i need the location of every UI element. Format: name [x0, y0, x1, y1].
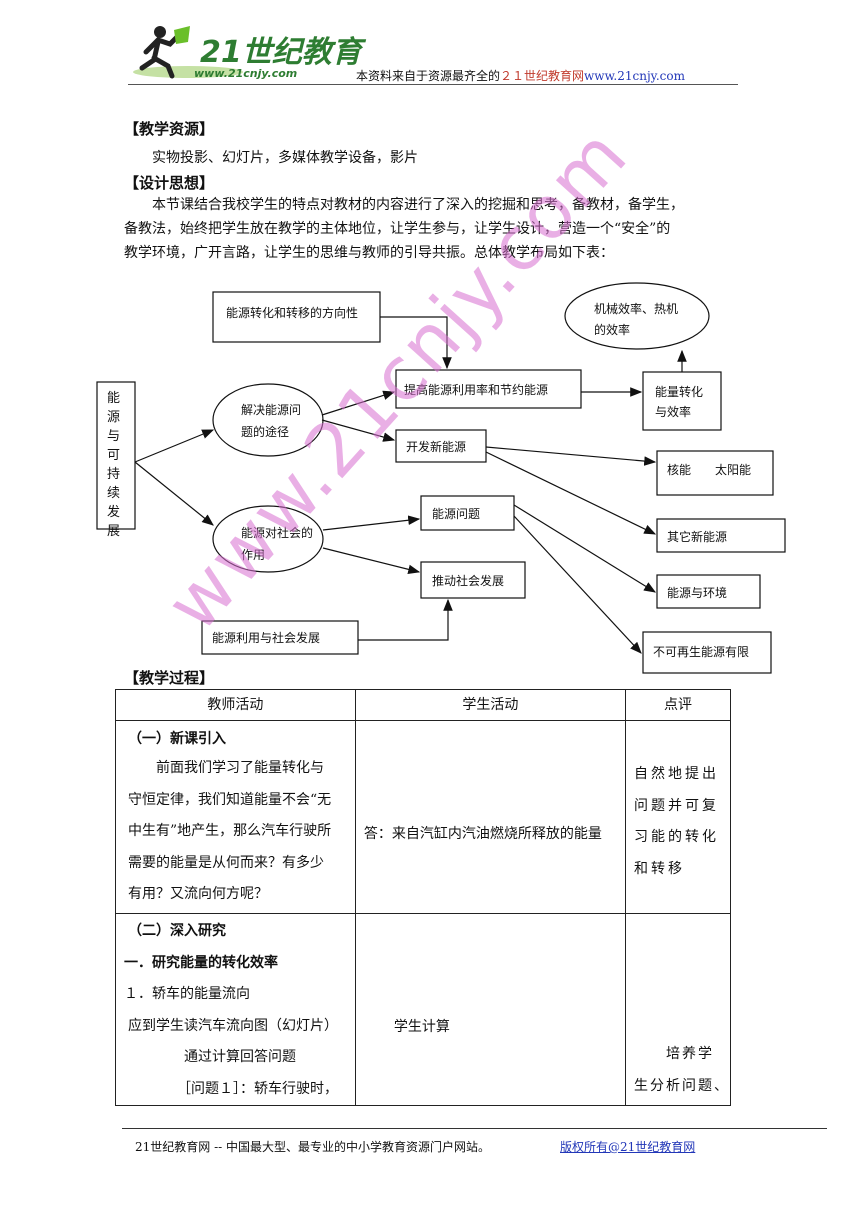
process-table: 教师活动 学生活动 点评 （一）新课引入 前面我们学习了能量转化与 守恒定律，我… — [115, 689, 732, 1106]
row1-title: （一）新课引入 — [128, 731, 226, 747]
row1-student-text: 答：来自汽缸内汽油燃烧所释放的能量 — [363, 826, 602, 842]
header-divider — [128, 84, 738, 85]
footer-divider — [122, 1128, 827, 1129]
row2-comment-line: 生分析问题、 — [633, 1077, 730, 1094]
improve-label: 提高能源利用率和节约能源 — [404, 382, 548, 397]
develop-box — [395, 429, 487, 463]
header-teacher: 教师活动 — [115, 689, 356, 721]
promote-box — [420, 561, 526, 599]
row1-text-line: 守恒定律，我们知道能量不会“无 — [128, 791, 332, 808]
source-prefix: 本资料来自于资源最齐全的 — [356, 69, 501, 83]
row1-teacher: （一）新课引入 前面我们学习了能量转化与 守恒定律，我们知道能量不会“无 中生有… — [115, 720, 356, 914]
svg-text:21世纪教育: 21世纪教育 — [200, 35, 367, 70]
efficiency-label-2: 与效率 — [655, 404, 691, 419]
row2-text-line: 应到学生读汽车流向图（幻灯片） — [128, 1017, 338, 1034]
machine-label-2: 的效率 — [594, 322, 630, 337]
develop-label: 开发新能源 — [406, 439, 466, 454]
machine-label-1: 机械效率、热机 — [594, 301, 678, 316]
row1-text-line: 中生有”地产生，那么汽车行驶所 — [128, 823, 332, 839]
header-source: 本资料来自于资源最齐全的２１世纪教育网www.21cnjy.com — [356, 67, 685, 84]
root-char-7: 发 — [107, 504, 120, 520]
copyright-link[interactable]: 版权所有@21世纪教育网 — [560, 1140, 696, 1154]
root-char-3: 与 — [107, 429, 120, 444]
row2-text-line: ［问题１］：轿车行驶时， — [128, 1080, 338, 1097]
row1-student: 答：来自汽缸内汽油燃烧所释放的能量 — [354, 720, 626, 914]
row1-comment-line: 自然地提出 — [633, 766, 719, 782]
row2-comment-line: 培养学 — [633, 1046, 714, 1062]
row2-student: 学生计算 — [354, 913, 626, 1106]
header-comment: 点评 — [624, 689, 732, 721]
design-heading: 【设计思想】 — [124, 174, 215, 192]
other-label: 其它新能源 — [667, 529, 727, 544]
root-char-8: 展 — [107, 524, 120, 539]
resources-text: 实物投影、幻灯片，多媒体教学设备，影片 — [152, 150, 418, 166]
direction-label: 能源转化和转移的方向性 — [226, 305, 358, 320]
row1-comment: 自然地提出 问题并可复 习能的转化 和转移 — [624, 720, 732, 914]
promote-label: 推动社会发展 — [432, 573, 504, 588]
nuclear-box — [656, 450, 774, 496]
svg-text:www.21cnjy.com: www.21cnjy.com — [194, 67, 297, 80]
efficiency-label-1: 能量转化 — [655, 384, 703, 399]
row2-student-text: 学生计算 — [393, 1019, 450, 1035]
design-line-2: 备教法，始终把学生放在教学的主体地位，让学生参与，让学生设计，营造一个“安全”的 — [124, 221, 671, 237]
efficiency-box — [642, 371, 722, 431]
design-line-3: 教学环境，广开言路，让学生的思维与教师的引导共振。总体教学布局如下表： — [124, 245, 614, 261]
solve-label-1: 解决能源问 — [241, 403, 301, 417]
row1-comment-line: 和转移 — [633, 860, 685, 877]
other-box — [656, 518, 786, 553]
root-char-2: 源 — [107, 410, 120, 425]
utilize-label: 能源利用与社会发展 — [212, 630, 320, 645]
problem-label: 能源问题 — [432, 507, 480, 521]
machine-ellipse — [564, 282, 710, 350]
utilize-box — [201, 620, 359, 655]
row2-title: （二）深入研究 — [128, 923, 226, 939]
resources-heading: 【教学资源】 — [124, 120, 215, 138]
environment-label: 能源与环境 — [667, 585, 727, 600]
improve-box — [395, 369, 582, 409]
limited-label: 不可再生能源有限 — [653, 645, 749, 659]
row1-comment-line: 问题并可复 — [633, 797, 719, 814]
solve-label-2: 题的途径 — [241, 424, 289, 439]
row1-comment-line: 习能的转化 — [633, 829, 719, 845]
concept-diagram: 能 源 与 可 持 续 发 展 能源转化和转移的方向性 提高能源利用率和节约能源… — [96, 282, 786, 674]
row2-teacher: （二）深入研究 一．研究能量的转化效率 １．轿车的能量流向 应到学生读汽车流向图… — [115, 913, 356, 1106]
root-char-6: 续 — [107, 486, 120, 501]
environment-box — [656, 574, 761, 609]
row2-text-line: １．轿车的能量流向 — [124, 986, 250, 1002]
row1-text-line: 前面我们学习了能量转化与 — [128, 760, 324, 776]
root-char-1: 能 — [107, 391, 120, 406]
row1-text-line: 需要的能量是从何而来？有多少 — [128, 854, 324, 871]
root-char-5: 持 — [107, 467, 120, 482]
logo: 21世纪教育 www.21cnjy.com — [128, 22, 367, 82]
source-site: ２１世纪教育网 — [500, 69, 585, 83]
society-ellipse — [212, 505, 324, 573]
society-label-1: 能源对社会的 — [241, 525, 313, 540]
source-url[interactable]: www.21cnjy.com — [584, 69, 685, 83]
row2-subtitle: 一．研究能量的转化效率 — [124, 954, 278, 971]
row2-comment: 培养学 生分析问题、 — [624, 913, 732, 1106]
root-box — [96, 381, 136, 530]
row2-text-line: 通过计算回答问题 — [128, 1049, 296, 1065]
limited-box — [642, 631, 772, 674]
process-heading: 【教学过程】 — [124, 669, 215, 687]
nuclear-label: 核能 太阳能 — [667, 462, 751, 477]
header-student: 学生活动 — [354, 689, 626, 721]
row1-text-line: 有用？又流向何方呢？ — [128, 886, 268, 902]
society-label-2: 作用 — [241, 548, 265, 562]
design-line-1: 本节课结合我校学生的特点对教材的内容进行了深入的挖掘和思考，备教材，备学生， — [152, 197, 684, 213]
footer-text: 21世纪教育网 -- 中国最大型、最专业的中小学教育资源门户网站。 — [135, 1140, 491, 1154]
problem-box — [420, 495, 515, 531]
root-char-4: 可 — [107, 448, 120, 463]
